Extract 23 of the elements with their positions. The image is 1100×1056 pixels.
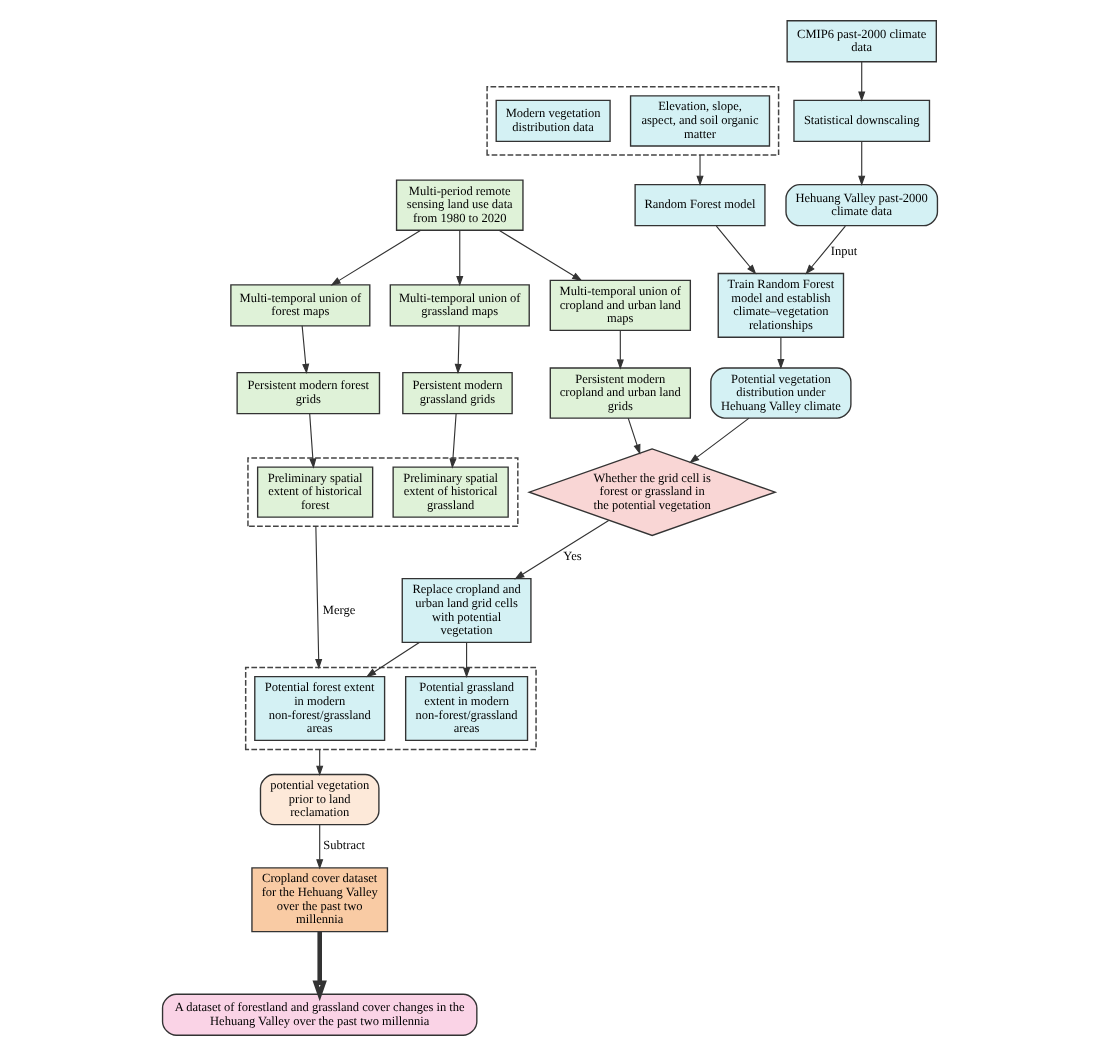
arrow xyxy=(316,824,324,870)
arrow xyxy=(696,154,704,186)
arrow xyxy=(315,525,323,670)
arrow xyxy=(301,325,310,375)
arrow xyxy=(454,325,462,375)
arrow xyxy=(715,225,757,275)
arrow xyxy=(514,519,610,580)
arrow xyxy=(309,413,317,469)
arrow xyxy=(456,229,464,287)
arrow xyxy=(858,61,866,102)
arrow xyxy=(777,336,785,370)
arrow xyxy=(805,225,846,275)
arrow xyxy=(498,229,583,282)
arrow xyxy=(627,417,641,455)
arrow xyxy=(616,330,624,370)
arrow xyxy=(365,641,420,678)
arrow xyxy=(689,417,750,464)
cluster xyxy=(486,86,780,156)
arrow xyxy=(463,641,471,678)
arrow xyxy=(312,931,327,1002)
arrow xyxy=(858,140,866,186)
arrow xyxy=(330,229,422,286)
arrow xyxy=(449,413,457,469)
